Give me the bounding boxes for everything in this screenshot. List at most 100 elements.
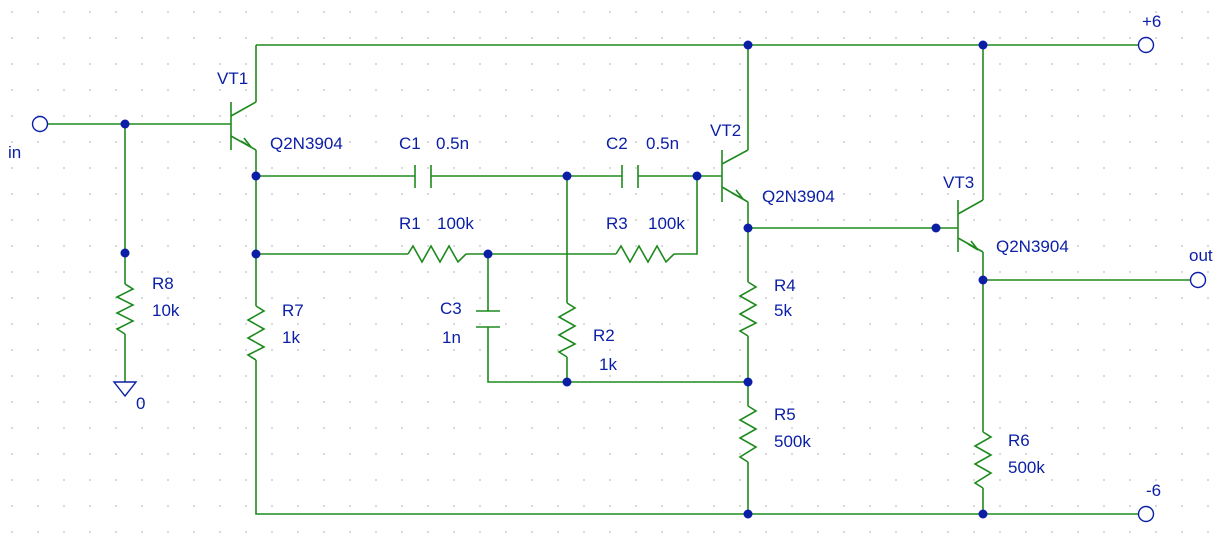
grid-dot	[219, 245, 221, 247]
grid-dot	[921, 531, 923, 533]
grid-dot	[999, 401, 1001, 403]
grid-dot	[817, 349, 819, 351]
grid-dot	[427, 271, 429, 273]
grid-dot	[167, 401, 169, 403]
grid-dot	[1155, 401, 1157, 403]
grid-dot	[921, 11, 923, 13]
grid-dot	[323, 245, 325, 247]
label-r2-value: 1k	[599, 355, 617, 374]
grid-dot	[843, 167, 845, 169]
grid-dot	[245, 271, 247, 273]
grid-dot	[1181, 245, 1183, 247]
grid-dot	[505, 427, 507, 429]
grid-dot	[323, 427, 325, 429]
grid-dot	[661, 271, 663, 273]
grid-dot	[1207, 11, 1209, 13]
grid-dot	[401, 479, 403, 481]
grid-dot	[895, 219, 897, 221]
grid-dot	[817, 219, 819, 221]
grid-dot	[973, 401, 975, 403]
grid-dot	[869, 167, 871, 169]
grid-dot	[869, 37, 871, 39]
grid-dot	[479, 193, 481, 195]
grid-dot	[375, 219, 377, 221]
grid-dot	[11, 63, 13, 65]
grid-dot	[167, 167, 169, 169]
grid-dot	[271, 453, 273, 455]
labels: in out +6 -6 0 VT1 Q2N3904 VT2 Q2N3904 V…	[8, 12, 1213, 500]
grid-dot	[713, 401, 715, 403]
grid-dot	[115, 531, 117, 533]
grid-dot	[141, 193, 143, 195]
grid-dot	[1051, 427, 1053, 429]
grid-dot	[63, 63, 65, 65]
grid-dot	[999, 479, 1001, 481]
grid-dot	[557, 193, 559, 195]
grid-dot	[271, 63, 273, 65]
grid-dot	[427, 479, 429, 481]
grid-dot	[11, 323, 13, 325]
grid-dot	[11, 115, 13, 117]
grid-dot	[817, 375, 819, 377]
grid-dot	[115, 505, 117, 507]
grid-dot	[141, 11, 143, 13]
grid-dot	[427, 427, 429, 429]
grid-dot	[661, 193, 663, 195]
grid-dot	[453, 505, 455, 507]
grid-dot	[1103, 89, 1105, 91]
grid-dot	[193, 115, 195, 117]
grid-dot	[973, 115, 975, 117]
grid-dot	[323, 115, 325, 117]
grid-dot	[193, 479, 195, 481]
grid-dot	[1129, 375, 1131, 377]
grid-dot	[167, 479, 169, 481]
grid-dot	[583, 245, 585, 247]
grid-dot	[115, 219, 117, 221]
grid-dot	[245, 297, 247, 299]
grid-dot	[1103, 115, 1105, 117]
grid-dot	[713, 297, 715, 299]
grid-dot	[557, 479, 559, 481]
grid-dot	[141, 375, 143, 377]
grid-dot	[895, 349, 897, 351]
grid-dot	[635, 375, 637, 377]
grid-dot	[479, 37, 481, 39]
grid-dot	[1155, 11, 1157, 13]
grid-dot	[1129, 167, 1131, 169]
grid-dot	[245, 531, 247, 533]
grid-dot	[999, 375, 1001, 377]
grid-dot	[453, 141, 455, 143]
grid-dot	[453, 167, 455, 169]
wires	[48, 44, 1190, 515]
grid-dot	[1181, 167, 1183, 169]
grid-dot	[167, 193, 169, 195]
grid-dot	[1207, 271, 1209, 273]
grid-dot	[973, 323, 975, 325]
grid-dot	[1103, 297, 1105, 299]
grid-dot	[947, 531, 949, 533]
grid-dot	[973, 11, 975, 13]
grid-dot	[1077, 505, 1079, 507]
grid-dot	[63, 37, 65, 39]
grid-dot	[713, 245, 715, 247]
grid-dot	[817, 479, 819, 481]
grid-dot	[479, 323, 481, 325]
grid-dot	[37, 323, 39, 325]
grid-dot	[193, 193, 195, 195]
grid-dot	[921, 427, 923, 429]
grid-dot	[1077, 245, 1079, 247]
grid-dot	[219, 375, 221, 377]
grid-dot	[713, 219, 715, 221]
grid-dot	[713, 37, 715, 39]
grid-dot	[1051, 63, 1053, 65]
grid-dot	[271, 375, 273, 377]
grid-dot	[89, 427, 91, 429]
grid-dot	[687, 297, 689, 299]
resistor-r5	[738, 405, 758, 463]
grid-dot	[219, 63, 221, 65]
grid-dot	[427, 141, 429, 143]
grid-dot	[713, 505, 715, 507]
grid-dot	[453, 375, 455, 377]
grid-dot	[193, 349, 195, 351]
grid-dot	[661, 531, 663, 533]
